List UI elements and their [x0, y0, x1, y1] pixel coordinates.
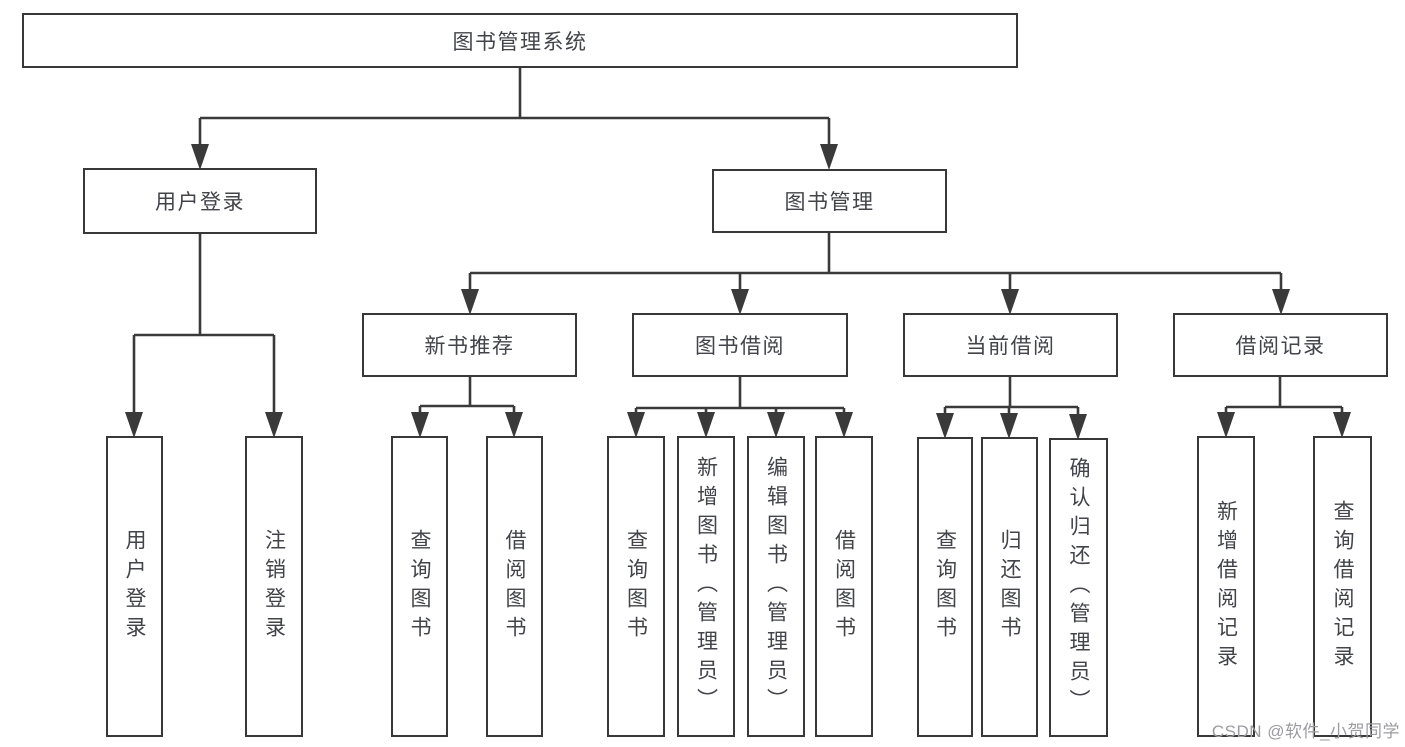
node-leaf-query-borrow-record: 查询借阅记录 [1313, 436, 1372, 737]
node-root: 图书管理系统 [22, 13, 1018, 68]
node-borrowing-records: 借阅记录 [1173, 313, 1388, 377]
edge-book-borrowing [634, 377, 846, 418]
arrowhead-icon [1000, 413, 1018, 439]
node-label: 图书借阅 [695, 335, 785, 358]
node-book-management: 图书管理 [712, 169, 947, 233]
arrowhead-icon [820, 144, 838, 170]
node-label: 图书管理 [784, 191, 875, 214]
arrowhead-icon [265, 412, 283, 438]
node-label: 确认归还（管理员） [1067, 457, 1090, 718]
watermark: CSDN @软件_小贺同学 [1211, 722, 1400, 741]
node-label: 查询图书 [408, 528, 431, 645]
node-label: 借阅图书 [832, 528, 856, 645]
arrowhead-icon [627, 412, 645, 438]
arrowhead-icon [731, 289, 749, 315]
node-label: 查询图书 [624, 528, 648, 645]
node-label: 新书推荐 [424, 335, 515, 358]
node-label: 当前借阅 [965, 335, 1056, 358]
node-user-login: 用户登录 [83, 168, 317, 234]
node-leaf-query-books-current: 查询图书 [917, 437, 973, 737]
node-label: 用户登录 [155, 191, 245, 214]
node-leaf-query-books-borrow: 查询图书 [607, 436, 665, 737]
arrowhead-icon [461, 289, 479, 315]
arrowhead-icon [1069, 414, 1087, 440]
node-label: 查询图书 [933, 529, 957, 645]
arrowhead-icon [1217, 412, 1235, 438]
edge-new-book-recommend [418, 377, 516, 418]
node-leaf-confirm-return-admin: 确认归还（管理员） [1049, 438, 1108, 737]
node-current-borrowing: 当前借阅 [903, 313, 1118, 377]
node-leaf-add-books-admin: 新增图书（管理员） [677, 436, 735, 737]
edge-user-login [132, 234, 276, 418]
node-label: 借阅记录 [1235, 335, 1326, 358]
arrowhead-icon [697, 412, 715, 438]
arrowhead-icon [1001, 289, 1019, 315]
node-leaf-add-borrow-record: 新增借阅记录 [1197, 436, 1255, 737]
arrowhead-icon [505, 412, 523, 438]
node-label: 图书管理系统 [452, 30, 588, 54]
arrowhead-icon [767, 412, 785, 438]
edge-borrowing-records [1224, 377, 1344, 418]
node-label: 编辑图书（管理员） [764, 456, 788, 717]
node-leaf-return-books: 归还图书 [981, 437, 1038, 737]
node-leaf-edit-books-admin: 编辑图书（管理员） [747, 436, 805, 737]
node-label: 新增借阅记录 [1214, 499, 1238, 674]
node-leaf-borrow-books-recommend: 借阅图书 [486, 436, 543, 737]
node-leaf-borrow-books: 借阅图书 [815, 436, 873, 737]
arrowhead-icon [411, 412, 429, 438]
node-leaf-user-login: 用户登录 [106, 436, 163, 737]
node-label: 查询借阅记录 [1331, 499, 1354, 674]
arrowhead-icon [125, 412, 143, 438]
edge-root [198, 68, 831, 150]
node-leaf-logout: 注销登录 [245, 436, 303, 737]
node-label: 用户登录 [123, 528, 146, 645]
arrowhead-icon [936, 413, 954, 439]
node-leaf-query-books-recommend: 查询图书 [391, 436, 448, 737]
arrowhead-icon [1333, 412, 1351, 438]
arrowhead-icon [191, 144, 209, 170]
arrowhead-icon [835, 412, 853, 438]
node-new-book-recommend: 新书推荐 [362, 313, 577, 377]
node-label: 新增图书（管理员） [694, 456, 718, 717]
arrowhead-icon [1272, 289, 1290, 315]
node-label: 注销登录 [262, 528, 286, 645]
node-label: 归还图书 [998, 529, 1021, 645]
node-label: 借阅图书 [503, 528, 526, 645]
node-book-borrowing: 图书借阅 [632, 313, 848, 377]
edge-book-management [468, 233, 1283, 295]
